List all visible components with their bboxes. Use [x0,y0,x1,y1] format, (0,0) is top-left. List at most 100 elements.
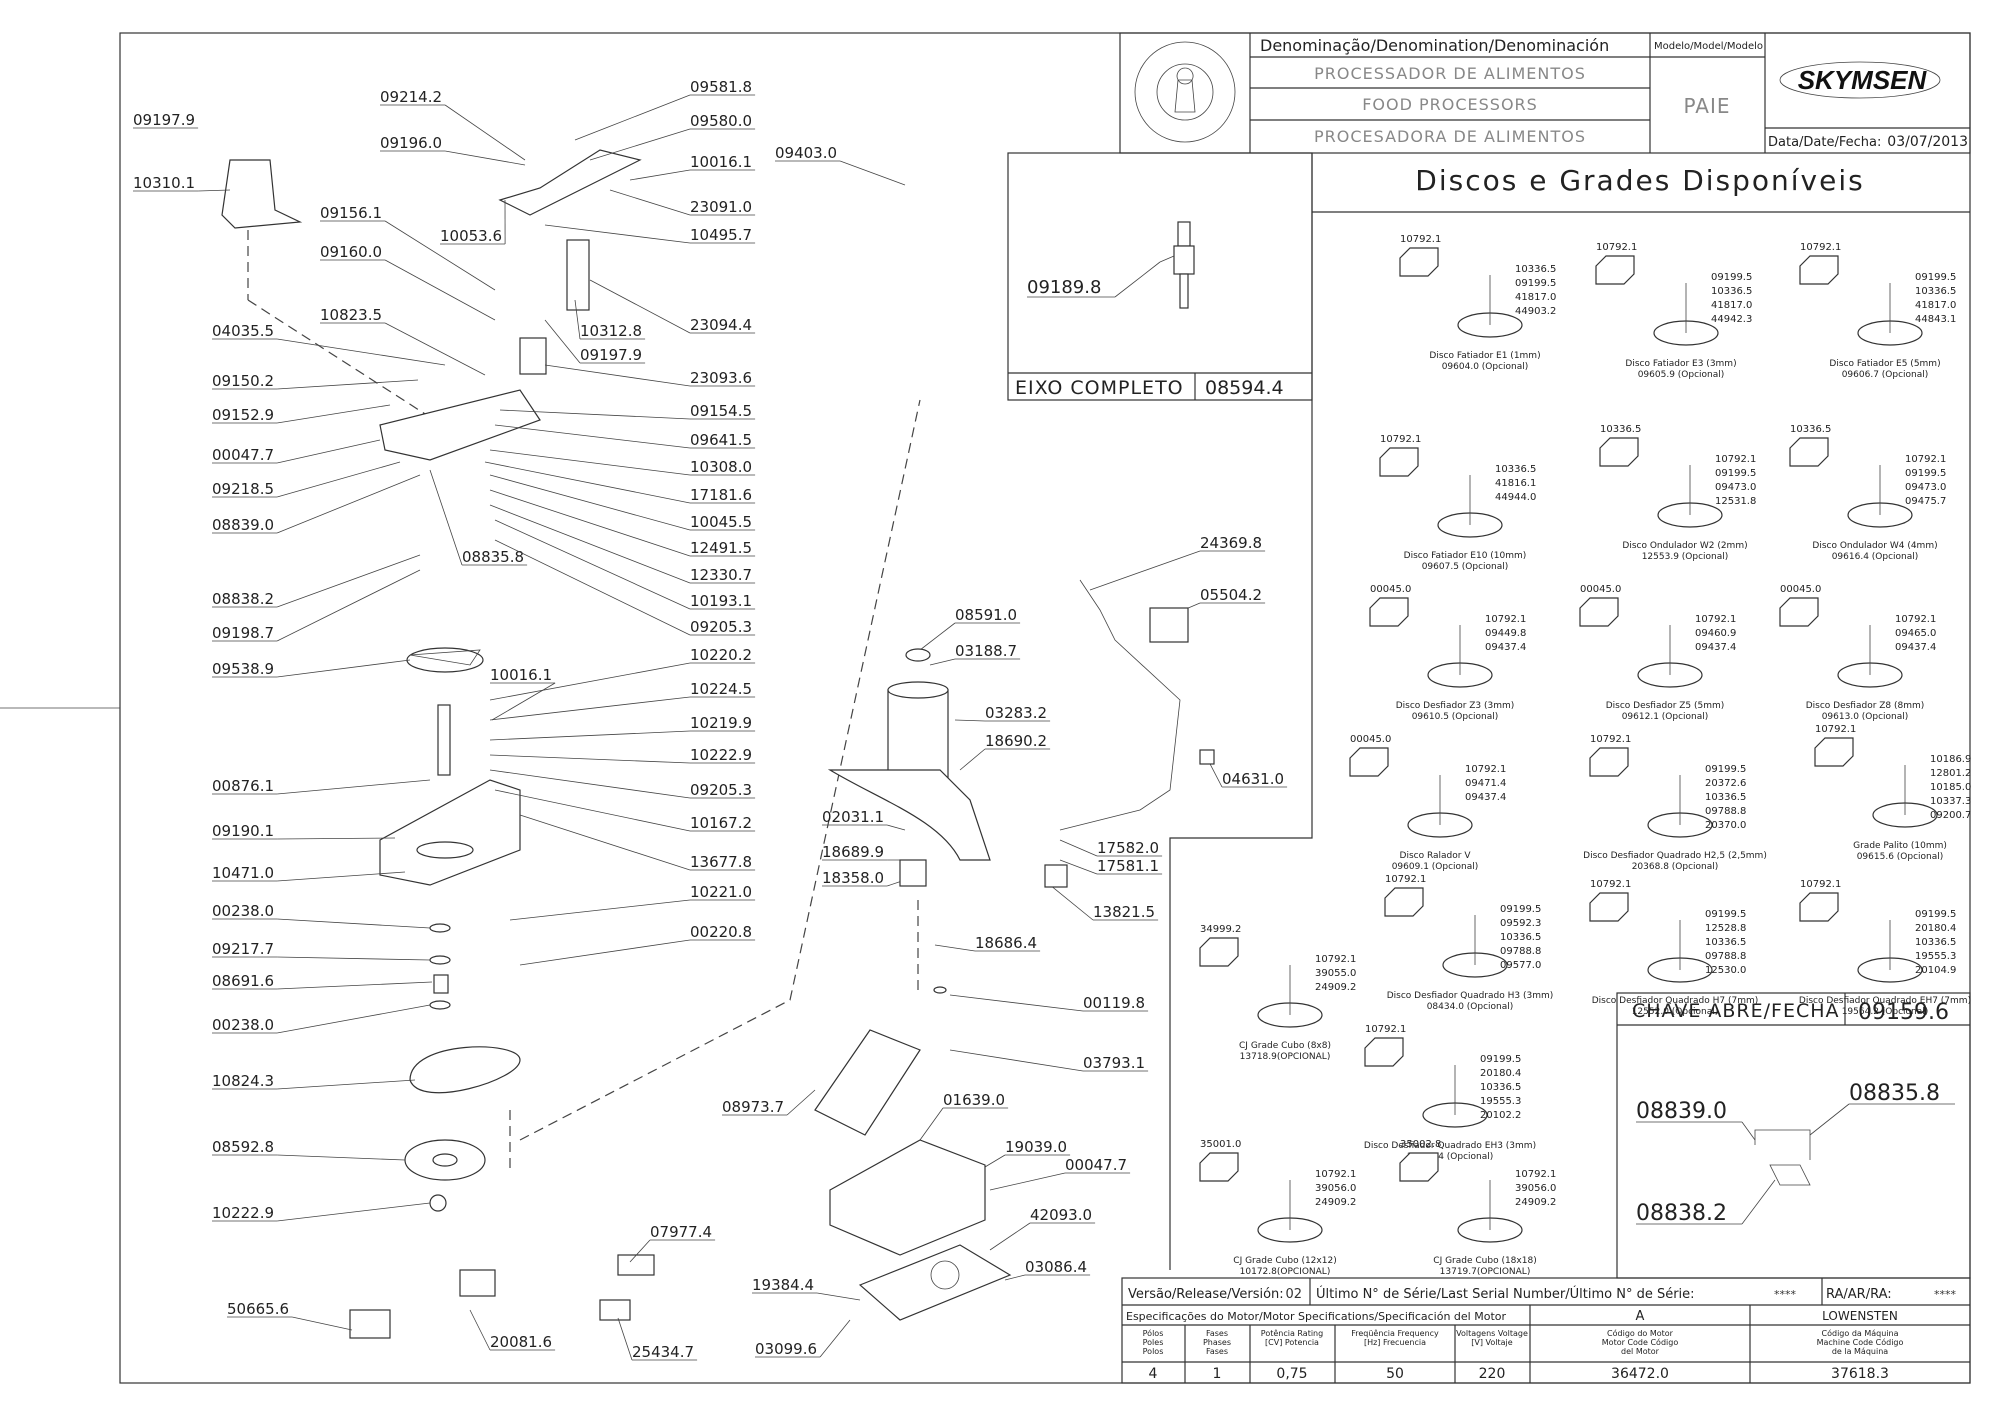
disc-part-label: 10792.1 [1596,242,1637,253]
disc-part-label: 10186.9 [1930,754,1971,765]
callout-motor: 19384.4 [752,1276,814,1294]
disc-part-label: 39056.0 [1515,1183,1556,1194]
callout-mid: 10495.7 [690,226,752,244]
serial-label: Último N° de Série/Last Serial Number/Úl… [1316,1286,1695,1302]
disc-part-label: 09471.4 [1465,778,1506,789]
callout-mid: 08835.8 [462,548,524,566]
callout-left: 10823.5 [320,306,382,324]
disc-part-label: 10336.5 [1515,264,1556,275]
footer-columns: PólosPolesPolosFasesPhasesFasesPotência … [1143,1328,1904,1382]
disc-code: 10172.8(OPCIONAL) [1240,1267,1331,1277]
callout-mid: 17181.6 [690,486,752,504]
callout-left: 10824.3 [212,1072,274,1090]
disc-part-label: 10336.5 [1495,464,1536,475]
disc-part-label: 09199.5 [1715,468,1756,479]
disc-part-label: 09475.7 [1905,496,1946,507]
disc-part-label: 35002.8 [1400,1139,1441,1150]
disc-code: 09613.0 (Opcional) [1822,712,1909,722]
disc-part-label: 20180.4 [1480,1068,1521,1079]
callout-motor: 24369.8 [1200,534,1262,552]
disc-part-label: 10336.5 [1711,286,1752,297]
disc-name: Disco Fatiador E3 (3mm) [1625,359,1736,369]
callout-mid: 09197.9 [580,346,642,364]
disc-part-label: 10792.1 [1485,614,1526,625]
callout-left: 09190.1 [212,822,274,840]
shaft-part [1159,221,1195,309]
disc-name: Disco Ondulador W4 (4mm) [1812,541,1937,551]
callout-mid: 25434.7 [632,1343,694,1361]
disc-part-label: 09788.8 [1705,806,1746,817]
disc-part-label: 10792.1 [1380,434,1421,445]
disc-part-label: 20102.2 [1480,1110,1521,1121]
disc-name: Grade Palito (10mm) [1853,841,1947,851]
footer-col-head: Fases [1206,1329,1228,1338]
disc-part-label: 10185.0 [1930,782,1971,793]
footer-value: 36472.0 [1611,1366,1669,1382]
disc-part-label: 39056.0 [1315,1183,1356,1194]
disc-code: 09609.1 (Opcional) [1392,862,1479,872]
callout-mid: 23091.0 [690,198,752,216]
footer-col-head: Polos [1143,1347,1164,1356]
disc-part-label: 10792.1 [1695,614,1736,625]
callout-mid: 10016.1 [690,153,752,171]
disc-code: 09615.6 (Opcional) [1857,852,1944,862]
footer-col-head: Potência Rating [1261,1328,1323,1338]
disc-part-label: 34999.2 [1200,924,1241,935]
disc-part-label: 20372.6 [1705,778,1746,789]
disc-group: 10792.109199.510336.541817.044942.3Disco… [1595,242,1752,380]
footer-col-head: Motor Code Código [1602,1337,1679,1347]
disc-part-label: 24909.2 [1315,982,1356,993]
disc-group: 10792.110336.509199.541817.044903.2Disco… [1399,234,1556,372]
disc-part-label: 10792.1 [1590,734,1631,745]
model-value: PAIE [1684,94,1731,118]
disc-part-label: 09200.7 [1930,810,1971,821]
disc-group: 10792.109199.520180.410336.519555.320102… [1364,1024,1536,1162]
disc-part-label: 09577.0 [1500,960,1541,971]
footer-value: 37618.3 [1831,1366,1889,1382]
footer-table: Versão/Release/Versión: 02 Último N° de … [1121,1277,1971,1384]
callout-mid: 13677.8 [690,853,752,871]
disc-group: 10792.109199.520372.610336.509788.820370… [1583,734,1767,872]
callout-mid: 09205.3 [690,618,752,636]
callout-left: 00238.0 [212,902,274,920]
disc-name: Disco Desfiador Quadrado EH7 (7mm) [1799,996,1971,1006]
disc-group: 10792.109199.520180.410336.519555.320104… [1799,879,1971,1017]
disc-area-border [1169,212,1313,1270]
disc-part-label: 10336.5 [1790,424,1831,435]
product-name-pt: PROCESSADOR DE ALIMENTOS [1314,64,1586,83]
footer-value: 50 [1386,1366,1404,1382]
left-assembly-drawing [221,149,921,1339]
callout-left: 10310.1 [133,174,195,192]
disc-part-label: 09199.5 [1515,278,1556,289]
disc-part-label: 09592.3 [1500,918,1541,929]
disc-group: 10792.109199.512528.810336.509788.812530… [1589,879,1758,1017]
callout-mid: 10224.5 [690,680,752,698]
callout-mid: 10222.9 [690,746,752,764]
callout-motor: 00119.8 [1083,994,1145,1012]
callout-mid: 10016.1 [490,666,552,684]
callout-left: 00047.7 [212,446,274,464]
callout-motor: 04631.0 [1222,770,1284,788]
callout-motor: 18686.4 [975,934,1037,952]
motor-maker-code: A [1636,1309,1645,1324]
disc-code: 19563.4 (Opcional) [1407,1152,1494,1162]
disc-part-label: 00045.0 [1350,734,1391,745]
disc-part-label: 10336.5 [1915,286,1956,297]
version-value: 02 [1285,1287,1302,1302]
discs-section-title: Discos e Grades Disponíveis [1415,164,1864,197]
disc-name: Disco Desfiador Quadrado EH3 (3mm) [1364,1141,1536,1151]
middle-callouts: 09214.209196.010053.608835.810016.109581… [380,78,756,1361]
disc-code: 09616.4 (Opcional) [1832,552,1919,562]
footer-col-head: Código da Máquina [1822,1328,1899,1338]
disc-part-label: 20370.0 [1705,820,1746,831]
callout-mid: 23094.4 [690,316,752,334]
callout-motor: 03099.6 [755,1340,817,1358]
disc-part-label: 10336.5 [1500,932,1541,943]
disc-part-label: 44843.1 [1915,314,1956,325]
eixo-part-label: 09189.8 [1027,277,1101,298]
disc-part-label: 24909.2 [1315,1197,1356,1208]
disc-code: 12552.0 (Opcional) [1632,1007,1719,1017]
disc-part-label: 44944.0 [1495,492,1536,503]
